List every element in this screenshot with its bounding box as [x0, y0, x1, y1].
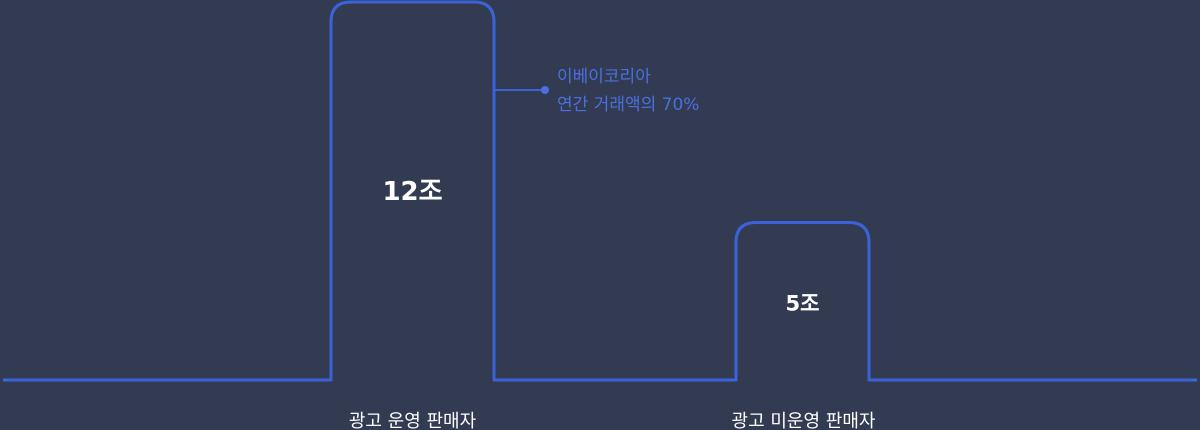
- category-label: 광고 운영 판매자: [349, 411, 477, 430]
- bar-outline: [3, 0, 1197, 382]
- annotation-line: 이베이코리아: [557, 67, 651, 87]
- category-label: 광고 미운영 판매자: [732, 411, 876, 430]
- bar-value-label: 12조: [382, 177, 442, 207]
- annotation-line: 연간 거래액의 70%: [557, 95, 699, 115]
- annotation-dot: [541, 86, 549, 94]
- bar-value-label: 5조: [786, 291, 820, 315]
